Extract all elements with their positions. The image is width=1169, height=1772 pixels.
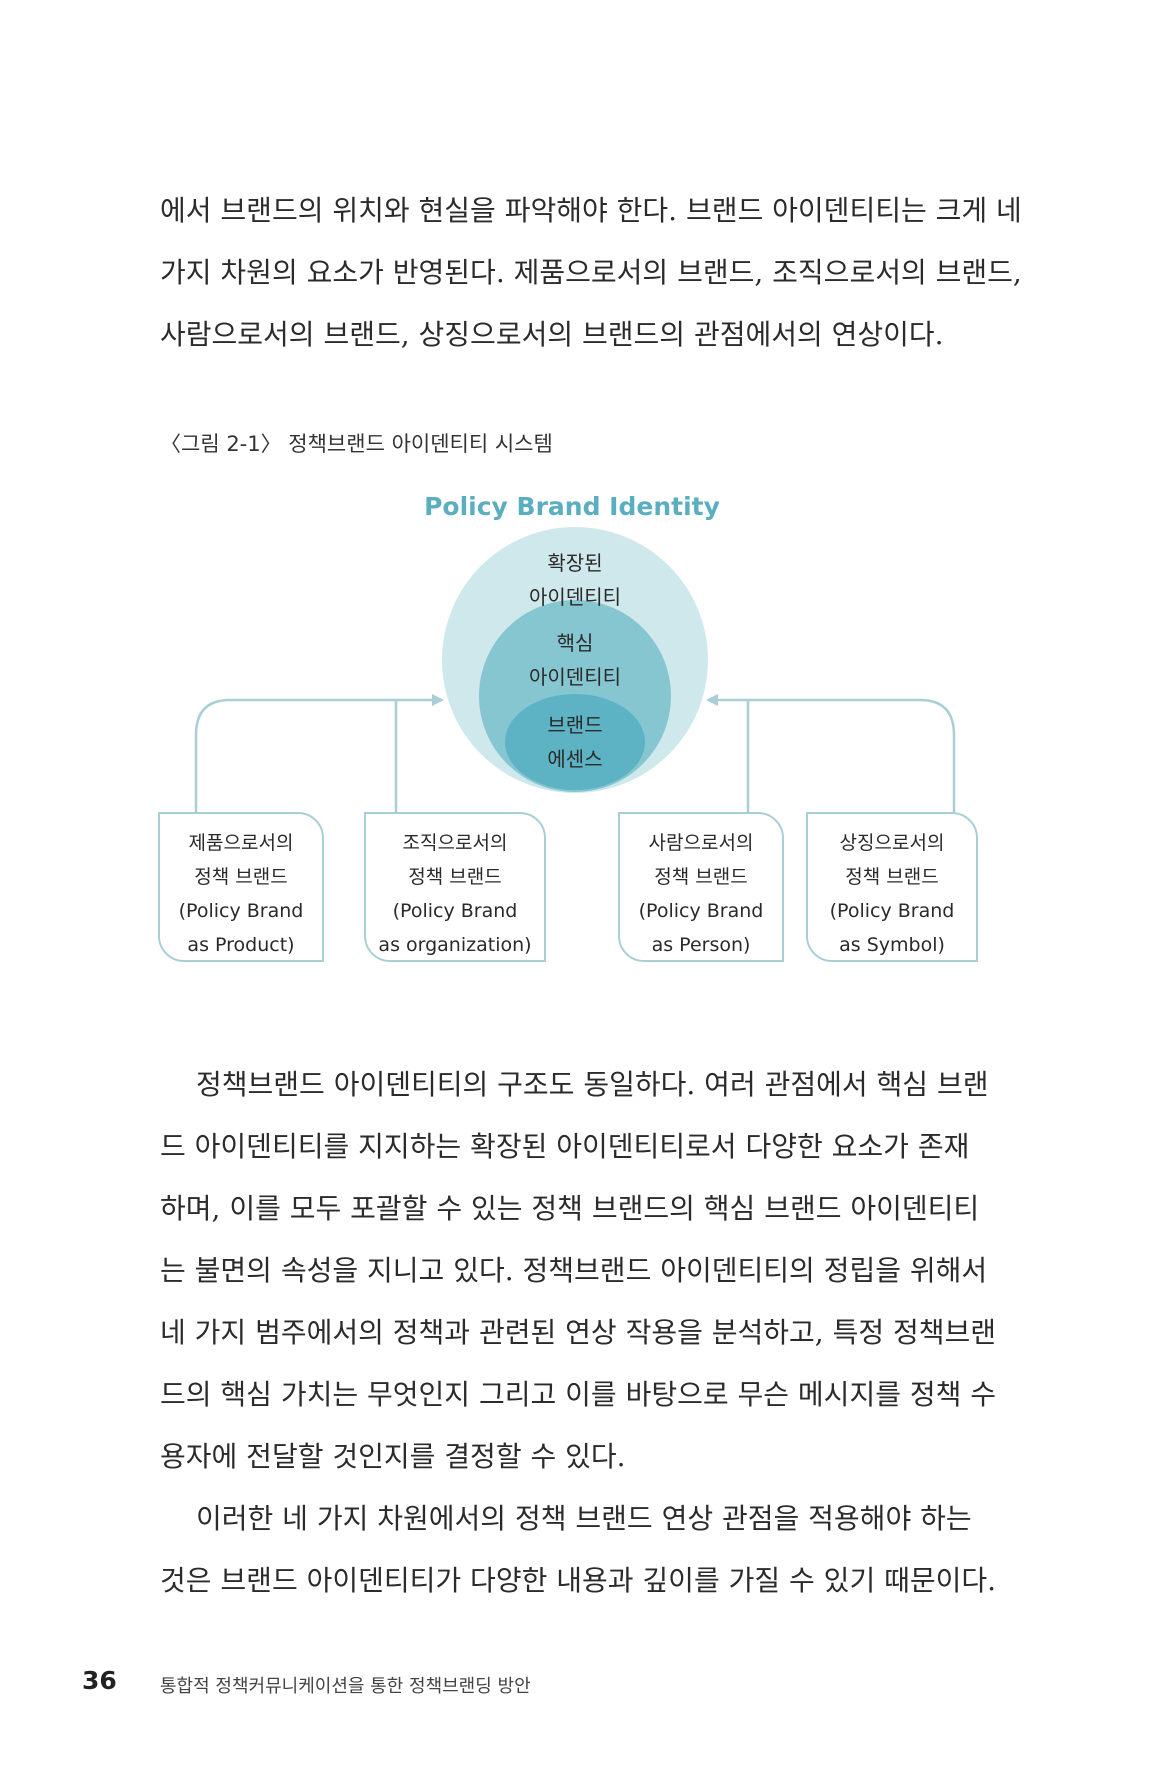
paragraph-line: 사람으로서의 브랜드, 상징으로서의 브랜드의 관점에서의 연상이다. bbox=[160, 318, 944, 351]
box-line: as organization) bbox=[378, 934, 532, 956]
box-line: (Policy Brand bbox=[178, 900, 304, 922]
box-line: (Policy Brand bbox=[638, 900, 764, 922]
box-product: 제품으로서의 정책 브랜드 (Policy Brand as Product) bbox=[158, 812, 324, 962]
paragraph-line: 네 가지 범주에서의 정책과 관련된 연상 작용을 분석하고, 특정 정책브랜 bbox=[160, 1316, 997, 1349]
box-line: as Person) bbox=[651, 934, 751, 956]
paragraph-line: 드 아이덴티티를 지지하는 확장된 아이덴티티로서 다양한 요소가 존재 bbox=[160, 1130, 970, 1163]
page-number: 36 bbox=[82, 1666, 117, 1695]
running-footer-title: 통합적 정책커뮤니케이션을 통한 정책브랜딩 방안 bbox=[160, 1676, 531, 1697]
paragraph-line: 것은 브랜드 아이덴티티가 다양한 내용과 깊이를 가질 수 있기 때문이다. bbox=[160, 1564, 997, 1597]
middle-circle-line: 아이덴티티 bbox=[529, 665, 621, 689]
connector-right bbox=[706, 694, 956, 815]
connector-left bbox=[194, 694, 444, 815]
paragraph-line: 이러한 네 가지 차원에서의 정책 브랜드 연상 관점을 적용해야 하는 bbox=[196, 1502, 972, 1535]
box-line: as Product) bbox=[187, 934, 295, 956]
paragraph-line: 드의 핵심 가치는 무엇인지 그리고 이를 바탕으로 무슨 메시지를 정책 수 bbox=[160, 1378, 997, 1411]
middle-circle-label: 핵심 아이덴티티 bbox=[475, 626, 675, 694]
outer-circle-line: 아이덴티티 bbox=[529, 585, 621, 609]
paragraph-line: 하며, 이를 모두 포괄할 수 있는 정책 브랜드의 핵심 브랜드 아이덴티티 bbox=[160, 1192, 980, 1225]
box-line: 제품으로서의 bbox=[188, 832, 294, 854]
box-line: as Symbol) bbox=[839, 934, 945, 956]
paragraph-line: 용자에 전달할 것인지를 결정할 수 있다. bbox=[160, 1440, 626, 1473]
paragraph-line: 가지 차원의 요소가 반영된다. 제품으로서의 브랜드, 조직으로서의 브랜드, bbox=[160, 256, 1022, 289]
box-line: 정책 브랜드 bbox=[194, 866, 288, 888]
inner-circle bbox=[505, 694, 645, 790]
box-line: 사람으로서의 bbox=[648, 832, 754, 854]
body-paragraph-1: 정책브랜드 아이덴티티의 구조도 동일하다. 여러 관점에서 핵심 브랜 드 아… bbox=[160, 1054, 997, 1488]
diagram-title: Policy Brand Identity bbox=[424, 492, 720, 521]
inner-circle-label: 브랜드 에센스 bbox=[475, 708, 675, 776]
inner-circle-line: 브랜드 bbox=[547, 713, 603, 737]
box-line: (Policy Brand bbox=[392, 900, 518, 922]
box-line: 정책 브랜드 bbox=[654, 866, 748, 888]
box-line: (Policy Brand bbox=[829, 900, 955, 922]
box-symbol: 상징으로서의 정책 브랜드 (Policy Brand as Symbol) bbox=[806, 812, 978, 962]
outer-circle-label: 확장된 아이덴티티 bbox=[475, 546, 675, 614]
box-line: 조직으로서의 bbox=[402, 832, 508, 854]
box-line: 상징으로서의 bbox=[839, 832, 945, 854]
box-line: 정책 브랜드 bbox=[845, 866, 939, 888]
inner-circle-line: 에센스 bbox=[547, 747, 603, 771]
paragraph-line: 에서 브랜드의 위치와 현실을 파악해야 한다. 브랜드 아이덴티티는 크게 네 bbox=[160, 194, 1022, 227]
box-line: 정책 브랜드 bbox=[408, 866, 502, 888]
paragraph-line: 는 불면의 속성을 지니고 있다. 정책브랜드 아이덴티티의 정립을 위해서 bbox=[160, 1254, 988, 1287]
body-paragraph-2: 이러한 네 가지 차원에서의 정책 브랜드 연상 관점을 적용해야 하는 것은 … bbox=[160, 1488, 997, 1612]
box-person: 사람으로서의 정책 브랜드 (Policy Brand as Person) bbox=[618, 812, 784, 962]
top-paragraph: 에서 브랜드의 위치와 현실을 파악해야 한다. 브랜드 아이덴티티는 크게 네… bbox=[160, 180, 1022, 366]
figure-caption: 〈그림 2-1〉 정책브랜드 아이덴티티 시스템 bbox=[160, 432, 553, 456]
paragraph-line: 정책브랜드 아이덴티티의 구조도 동일하다. 여러 관점에서 핵심 브랜 bbox=[196, 1068, 989, 1101]
box-organization: 조직으로서의 정책 브랜드 (Policy Brand as organizat… bbox=[364, 812, 546, 962]
middle-circle-line: 핵심 bbox=[556, 631, 594, 655]
outer-circle-line: 확장된 bbox=[547, 551, 603, 575]
